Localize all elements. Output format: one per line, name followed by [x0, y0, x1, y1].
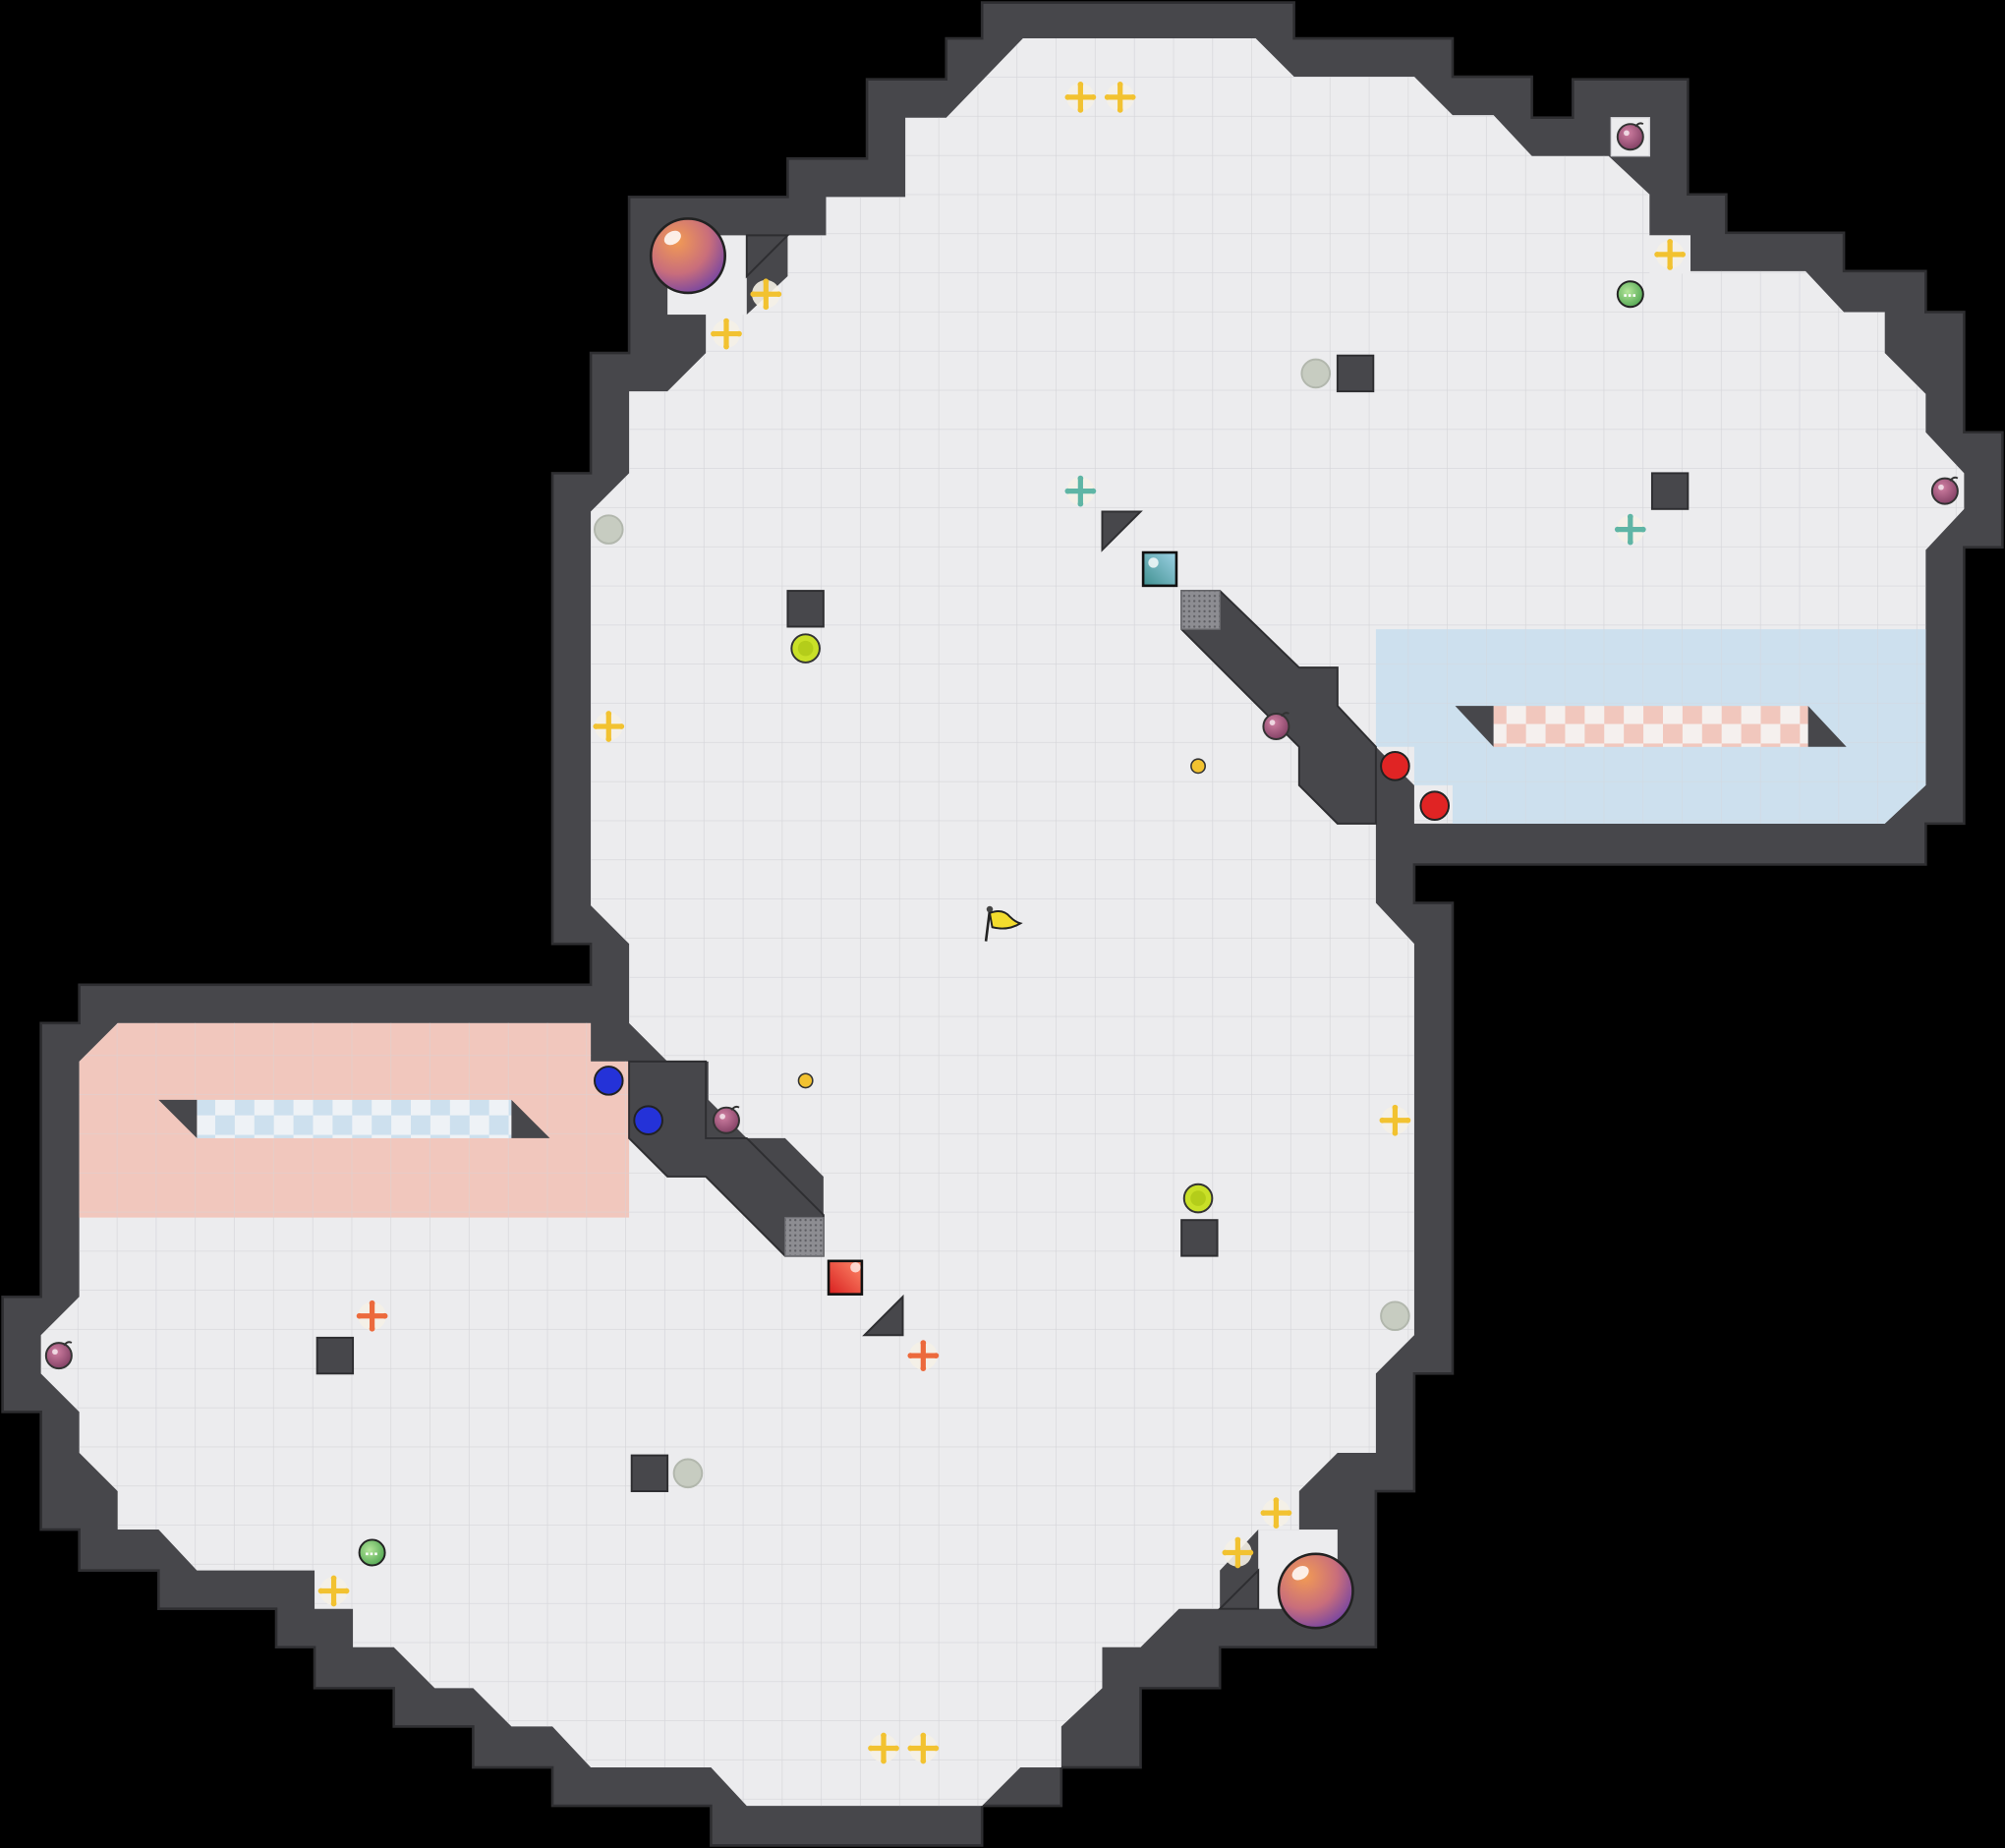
red-boost-pad	[907, 1340, 940, 1371]
boost-pad	[711, 318, 742, 350]
blue-boost-pad	[1614, 513, 1646, 546]
portal	[672, 1458, 704, 1489]
red-spawn	[827, 1259, 864, 1296]
button	[790, 633, 821, 664]
mars-ball	[1277, 1552, 1354, 1630]
boost-pad	[907, 1732, 940, 1764]
blue-spawn	[1141, 550, 1178, 588]
blue-boost-pad	[1064, 475, 1097, 507]
boost-pad	[593, 711, 625, 742]
boost-pad	[317, 1575, 350, 1607]
boost-pad	[868, 1732, 899, 1764]
small-button	[797, 1072, 814, 1089]
blue-ball-spawn	[593, 1066, 624, 1096]
bomb	[1262, 712, 1290, 740]
gate	[784, 1216, 825, 1257]
small-button	[1190, 758, 1206, 775]
boost-pad	[1260, 1497, 1292, 1530]
boost-pad	[750, 278, 782, 311]
boost-pad	[1654, 239, 1687, 270]
blue-ball-spawn	[633, 1105, 663, 1135]
bomb	[1616, 122, 1644, 151]
portal	[1380, 1300, 1410, 1332]
portal	[1300, 358, 1332, 389]
inner-walls	[628, 234, 1377, 1610]
red-endzone	[79, 1022, 630, 1218]
red-ball-spawn	[1380, 751, 1410, 781]
boost-pad	[1064, 82, 1097, 113]
red-ball-spawn	[1419, 790, 1451, 821]
boost-pad	[1379, 1104, 1411, 1136]
boost-pad	[1104, 82, 1136, 113]
blue-endzone	[1375, 629, 1926, 824]
button	[1182, 1183, 1214, 1214]
bomb	[712, 1105, 740, 1134]
red-boost-pad	[356, 1299, 388, 1332]
bomb	[44, 1341, 73, 1370]
powerup-orb	[358, 1538, 386, 1567]
portal	[593, 514, 624, 545]
boost-pad	[1222, 1536, 1254, 1569]
mars-ball	[649, 217, 726, 295]
gate	[1180, 590, 1221, 630]
wall-blocks	[315, 354, 1690, 1492]
bomb	[1930, 476, 1959, 505]
powerup-orb	[1616, 280, 1644, 309]
flag-icon	[984, 905, 1023, 942]
